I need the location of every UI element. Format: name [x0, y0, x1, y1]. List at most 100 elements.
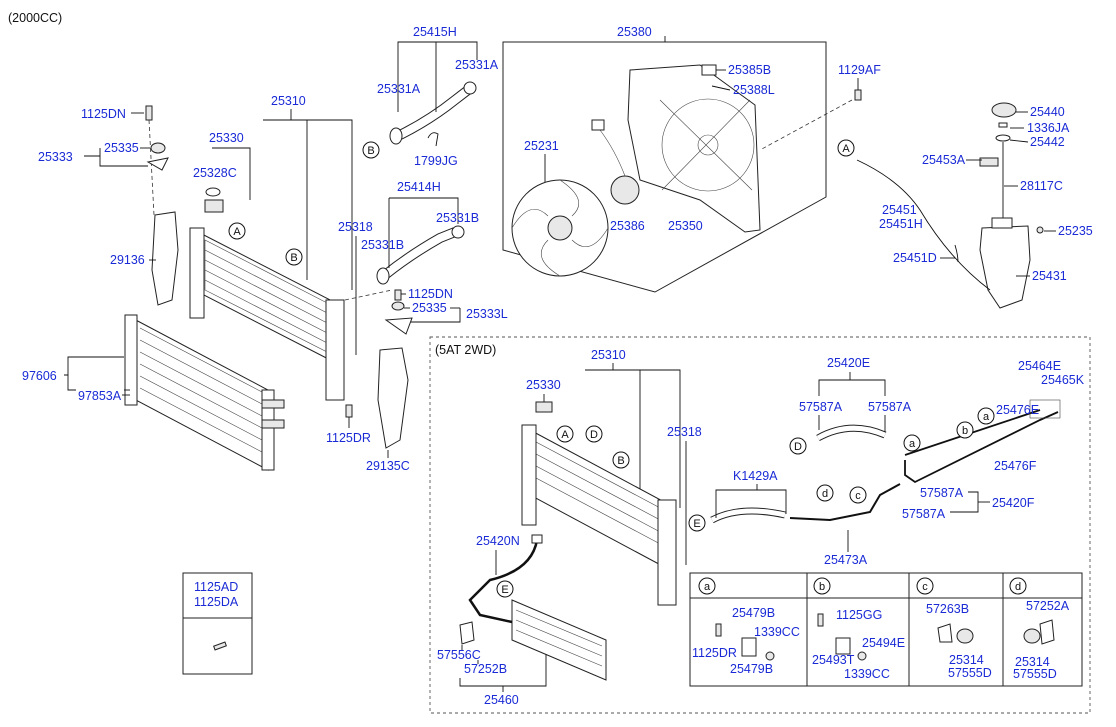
mount-bracket-lower — [384, 317, 413, 335]
part-25440[interactable]: 25440 — [1030, 105, 1065, 119]
callout-E-hose[interactable] — [688, 514, 706, 532]
callout-B-upper[interactable] — [362, 141, 380, 159]
part-25330-bottom[interactable]: 25330 — [526, 378, 561, 392]
part-1125DN-top[interactable]: 1125DN — [81, 107, 126, 121]
table-d-57555D[interactable]: 57555D — [1013, 667, 1057, 681]
part-25442[interactable]: 25442 — [1030, 135, 1065, 149]
part-1125DN-lower[interactable]: 1125DN — [408, 287, 453, 301]
part-25473A[interactable]: 25473A — [824, 553, 868, 567]
callout-a-hose2[interactable] — [903, 434, 921, 452]
part-25451[interactable]: 25451 — [882, 203, 917, 217]
part-25415H[interactable]: 25415H — [413, 25, 457, 39]
part-25235[interactable]: 25235 — [1058, 224, 1093, 238]
part-25451H[interactable]: 25451H — [879, 217, 923, 231]
part-57587A-f1[interactable]: 57587A — [920, 486, 964, 500]
table-a-25479B-top[interactable]: 25479B — [732, 606, 775, 620]
part-25335-lower[interactable]: 25335 — [412, 301, 447, 315]
bolt-1125DN — [145, 105, 153, 121]
part-25388L[interactable]: 25388L — [733, 83, 775, 97]
table-d-25314[interactable]: 25314 — [1015, 655, 1050, 669]
table-b-1125GG[interactable]: 1125GG — [836, 608, 882, 622]
part-25331A-right[interactable]: 25331A — [455, 58, 499, 72]
part-29136[interactable]: 29136 — [110, 253, 145, 267]
engine-heading: (2000CC) — [8, 11, 62, 25]
part-K1429A[interactable]: K1429A — [733, 469, 778, 483]
part-25476F[interactable]: 25476F — [994, 459, 1037, 473]
table-b-1339CC[interactable]: 1339CC — [844, 667, 890, 681]
table-c-57263B[interactable]: 57263B — [926, 602, 969, 616]
callout-A-radiator[interactable] — [228, 222, 246, 240]
part-25476E[interactable]: 25476E — [996, 403, 1039, 417]
part-25460[interactable]: 25460 — [484, 693, 519, 707]
callout-c-hose[interactable] — [849, 486, 867, 504]
callout-E-cooler[interactable] — [496, 580, 514, 598]
table-b-25494E[interactable]: 25494E — [862, 636, 905, 650]
table-header-c — [916, 577, 934, 595]
part-1125DA[interactable]: 1125DA — [194, 595, 239, 609]
part-25385B[interactable]: 25385B — [728, 63, 771, 77]
part-25380[interactable]: 25380 — [617, 25, 652, 39]
callout-B-radiator[interactable] — [285, 248, 303, 266]
shroud-ring — [661, 98, 755, 192]
table-c-25314[interactable]: 25314 — [949, 653, 984, 667]
part-25420E[interactable]: 25420E — [827, 356, 870, 370]
part-25331B-left[interactable]: 25331B — [361, 238, 404, 252]
svg-text:b: b — [962, 425, 968, 437]
part-25420N[interactable]: 25420N — [476, 534, 520, 548]
table-a-1339CC[interactable]: 1339CC — [754, 625, 800, 639]
part-25328C[interactable]: 25328C — [193, 166, 237, 180]
part-25318-top[interactable]: 25318 — [338, 220, 373, 234]
part-25231[interactable]: 25231 — [524, 139, 559, 153]
callout-A-variant[interactable] — [556, 425, 574, 443]
part-25465K[interactable]: 25465K — [1041, 373, 1085, 387]
callout-b-hose[interactable] — [956, 421, 974, 439]
part-97853A[interactable]: 97853A — [78, 389, 122, 403]
part-25331B-right[interactable]: 25331B — [436, 211, 479, 225]
callout-d-hose[interactable] — [816, 484, 834, 502]
part-57252B[interactable]: 57252B — [464, 662, 507, 676]
callout-B-variant[interactable] — [612, 451, 630, 469]
part-25386[interactable]: 25386 — [610, 219, 645, 233]
svg-text:A: A — [561, 429, 569, 441]
table-a-1125DR[interactable]: 1125DR — [692, 646, 737, 660]
callout-D-radiator[interactable] — [585, 425, 603, 443]
part-57587A-f2[interactable]: 57587A — [902, 507, 946, 521]
part-25330-top[interactable]: 25330 — [209, 131, 244, 145]
part-25453A[interactable]: 25453A — [922, 153, 966, 167]
reservoir-cap — [991, 102, 1017, 118]
part-57556C[interactable]: 57556C — [437, 648, 481, 662]
part-25310-bottom[interactable]: 25310 — [591, 348, 626, 362]
part-29135C[interactable]: 29135C — [366, 459, 410, 473]
resistor — [701, 64, 717, 76]
part-25333L[interactable]: 25333L — [466, 307, 508, 321]
table-b-25493T[interactable]: 25493T — [812, 653, 855, 667]
part-28117C[interactable]: 28117C — [1020, 179, 1063, 193]
part-1129AF[interactable]: 1129AF — [838, 63, 881, 77]
part-1125AD[interactable]: 1125AD — [194, 580, 238, 594]
upper-hose-group — [389, 81, 477, 147]
callout-D-hose[interactable] — [789, 437, 807, 455]
table-d-57252A[interactable]: 57252A — [1026, 599, 1070, 613]
part-25310-top[interactable]: 25310 — [271, 94, 306, 108]
part-97606[interactable]: 97606 — [22, 369, 57, 383]
table-c-57555D[interactable]: 57555D — [948, 666, 992, 680]
radiator-filler-neck — [204, 199, 224, 213]
part-1799JG[interactable]: 1799JG — [414, 154, 458, 168]
part-25331A-left[interactable]: 25331A — [377, 82, 421, 96]
part-25451D[interactable]: 25451D — [893, 251, 937, 265]
callout-a-hose1[interactable] — [977, 407, 995, 425]
part-25350[interactable]: 25350 — [668, 219, 703, 233]
part-1125DR-condenser[interactable]: 1125DR — [326, 431, 371, 445]
part-25318-bottom[interactable]: 25318 — [667, 425, 702, 439]
part-25333[interactable]: 25333 — [38, 150, 73, 164]
table-a-25479B-bottom[interactable]: 25479B — [730, 662, 773, 676]
callout-A-reservoir[interactable] — [837, 139, 855, 157]
part-1336JA[interactable]: 1336JA — [1027, 121, 1070, 135]
part-25335-top[interactable]: 25335 — [104, 141, 139, 155]
part-25431[interactable]: 25431 — [1032, 269, 1067, 283]
part-57587A-e2[interactable]: 57587A — [868, 400, 912, 414]
part-25420F[interactable]: 25420F — [992, 496, 1035, 510]
part-25414H[interactable]: 25414H — [397, 180, 441, 194]
part-25464E[interactable]: 25464E — [1018, 359, 1061, 373]
part-57587A-e1[interactable]: 57587A — [799, 400, 843, 414]
